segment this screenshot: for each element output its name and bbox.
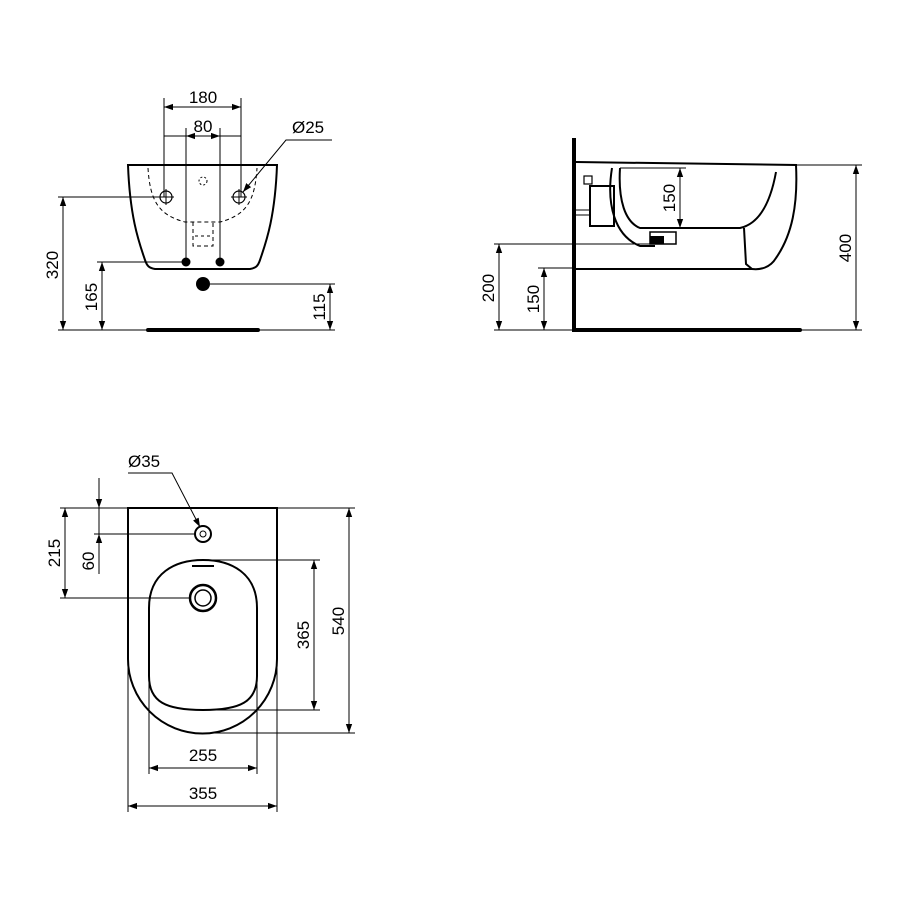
- top-dim-355-label: 355: [189, 784, 217, 803]
- side-dim-200-label: 200: [479, 274, 498, 302]
- front-hidden-waste: [192, 222, 214, 247]
- side-dim-150-label: 150: [524, 285, 543, 313]
- side-dim-400-label: 400: [836, 234, 855, 262]
- top-dim-365-label: 365: [294, 621, 313, 649]
- top-bowl-outline: [148, 558, 258, 712]
- front-dim-80-label: 80: [194, 117, 213, 136]
- front-fixing-hole-left: [158, 189, 174, 205]
- top-dim-hole-label: Ø35: [128, 452, 160, 471]
- side-waste-fill: [650, 236, 664, 244]
- side-top-fixing: [583, 175, 593, 185]
- top-dim-60-label: 60: [79, 552, 98, 571]
- front-dim-165-label: 165: [82, 283, 101, 311]
- side-bidet-outline: [575, 161, 798, 271]
- top-view: Ø35 215 60 365 540 255 355: [45, 452, 355, 812]
- side-rear-foot: [743, 227, 753, 270]
- front-fixing-hole-right: [231, 189, 247, 205]
- top-dim-215-label: 215: [45, 539, 64, 567]
- front-view: 180 80 Ø25 320 165 115: [43, 88, 335, 332]
- front-dim-hole-leader: [242, 139, 332, 193]
- front-tap-hole: [198, 176, 208, 186]
- front-dim-320-label: 320: [43, 251, 62, 279]
- front-bidet-outline: [126, 164, 279, 270]
- front-waste-outlet: [196, 277, 210, 291]
- top-dim-hole-leader: [128, 472, 201, 528]
- top-drain-hole: [188, 583, 218, 613]
- side-bowl-shell: [609, 167, 655, 247]
- front-dim-180-label: 180: [189, 88, 217, 107]
- top-tap-hole: [194, 525, 212, 543]
- side-view: 150 400 200 150: [479, 138, 862, 332]
- front-dim-115-label: 115: [310, 293, 329, 320]
- side-bowl-inner: [618, 167, 777, 229]
- side-dim-bowl-label: 150: [660, 184, 679, 212]
- top-dim-540-label: 540: [329, 607, 348, 635]
- top-dim-255-label: 255: [189, 746, 217, 765]
- front-dim-hole-label: Ø25: [292, 118, 324, 137]
- side-fixing-bracket: [589, 185, 615, 227]
